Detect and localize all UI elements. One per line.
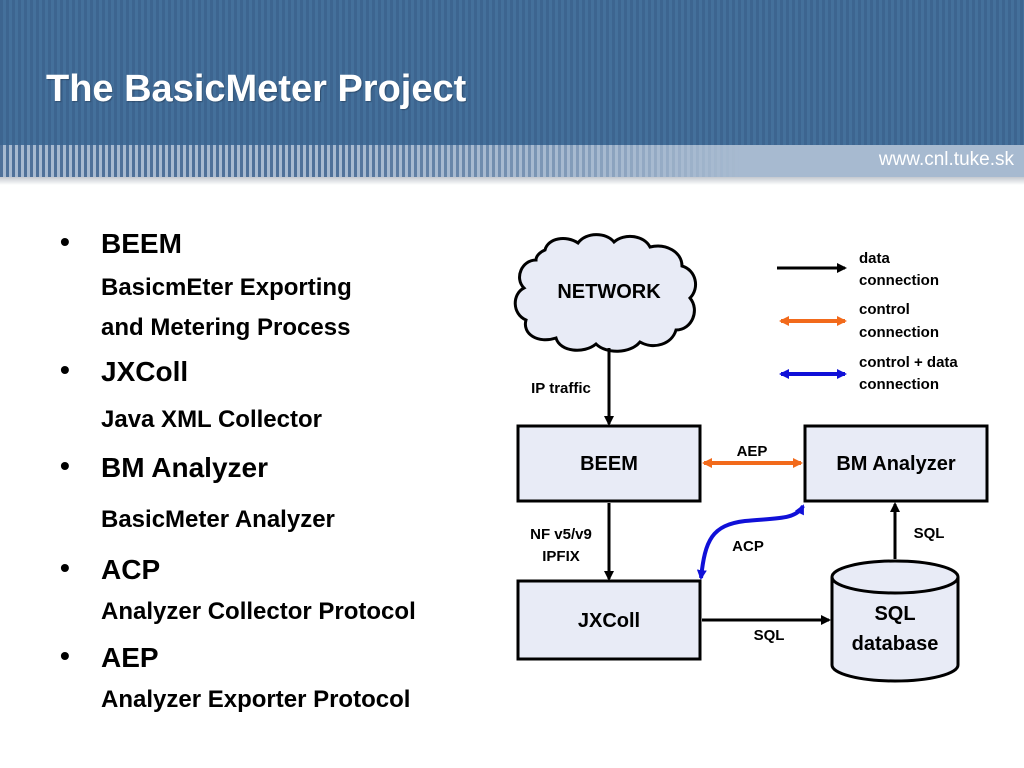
decorative-stripes xyxy=(0,145,740,177)
jxcoll-node: JXColl xyxy=(516,579,702,661)
beem-node: BEEM xyxy=(516,424,702,503)
legend-item-control: control connection xyxy=(779,301,939,341)
sql-read-label: SQL xyxy=(914,525,945,542)
jxcoll-label: JXColl xyxy=(578,610,640,632)
legend-label: connection xyxy=(859,272,939,289)
acp-connection xyxy=(696,504,805,580)
bullet-item-bm-analyzer: • BM Analyzer BasicMeter Analyzer xyxy=(60,450,490,540)
slide-title: The BasicMeter Project xyxy=(46,68,467,110)
bullet-item-aep: • AEP Analyzer Exporter Protocol xyxy=(60,640,490,720)
website-url: www.cnl.tuke.sk xyxy=(878,149,1014,170)
acp-label: ACP xyxy=(732,538,764,555)
legend: data connection control connection contr… xyxy=(777,250,958,393)
database-label: SQL xyxy=(874,603,915,625)
aep-label: AEP xyxy=(737,443,768,460)
network-cloud: NETWORK xyxy=(513,233,698,353)
netflow-label: NF v5/v9 xyxy=(530,526,592,543)
bullet-marker: • xyxy=(60,226,70,257)
bullet-list: • BEEM BasicmEter Exporting and Metering… xyxy=(60,226,490,720)
network-label: NETWORK xyxy=(557,281,661,303)
bullet-marker: • xyxy=(60,450,70,481)
bullet-marker: • xyxy=(60,552,70,583)
bullet-marker: • xyxy=(60,640,70,671)
legend-label: connection xyxy=(859,324,939,341)
legend-label: connection xyxy=(859,376,939,393)
bullet-term: ACP xyxy=(101,554,161,585)
bullet-description: Analyzer Exporter Protocol xyxy=(101,686,411,713)
bullet-description: and Metering Process xyxy=(101,314,351,341)
bm-analyzer-label: BM Analyzer xyxy=(836,453,956,475)
beem-label: BEEM xyxy=(580,453,638,475)
legend-label: control xyxy=(859,301,910,318)
database-label: database xyxy=(852,633,939,655)
bullet-item-jxcoll: • JXColl Java XML Collector xyxy=(60,354,490,440)
bullet-marker: • xyxy=(60,354,70,385)
bullet-term: BEEM xyxy=(101,228,182,259)
bullet-description: Java XML Collector xyxy=(101,406,322,433)
legend-item-data: data connection xyxy=(777,250,939,289)
bullet-description: BasicMeter Analyzer xyxy=(101,506,335,533)
bullet-item-acp: • ACP Analyzer Collector Protocol xyxy=(60,552,490,632)
bm-analyzer-node: BM Analyzer xyxy=(803,424,989,503)
bullet-term: AEP xyxy=(101,642,159,673)
website-strip: www.cnl.tuke.sk xyxy=(0,145,1024,177)
legend-label: control + data xyxy=(859,354,958,371)
bullet-description: BasicmEter Exporting xyxy=(101,274,352,301)
bullet-description: Analyzer Collector Protocol xyxy=(101,598,416,625)
bullet-term: BM Analyzer xyxy=(101,452,269,483)
bullet-term: JXColl xyxy=(101,356,189,387)
sql-write-label: SQL xyxy=(754,627,785,644)
sql-database-node: SQL database xyxy=(830,559,960,683)
ipfix-label: IPFIX xyxy=(542,548,580,565)
bullet-item-beem: • BEEM BasicmEter Exporting and Metering… xyxy=(60,226,490,348)
header-shadow xyxy=(0,177,1024,185)
ip-traffic-label: IP traffic xyxy=(531,380,591,397)
title-bar: The BasicMeter Project xyxy=(0,0,1024,145)
legend-item-control-data: control + data connection xyxy=(779,354,958,393)
legend-label: data xyxy=(859,250,891,267)
